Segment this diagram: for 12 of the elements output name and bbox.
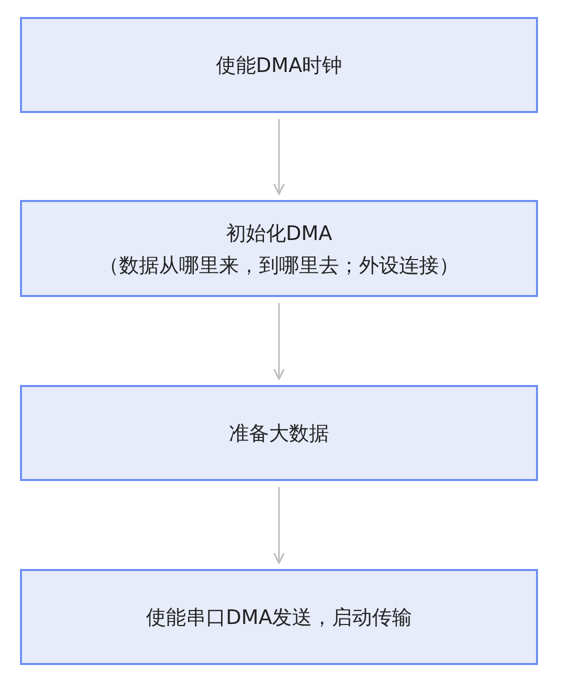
arrow: [273, 303, 285, 380]
step-title: 初始化DMA: [226, 220, 332, 246]
step-title: 使能串口DMA发送，启动传输: [146, 604, 412, 631]
step-title: 准备大数据: [229, 420, 329, 447]
process-box: [20, 385, 538, 481]
arrow: [273, 487, 285, 564]
process-box: [20, 17, 538, 113]
step-note: （数据从哪里来，到哪里去；外设连接）: [99, 252, 459, 278]
process-box: [20, 200, 538, 297]
arrow: [273, 119, 285, 195]
step-title: 使能DMA时钟: [216, 52, 342, 79]
process-box: [20, 569, 538, 665]
